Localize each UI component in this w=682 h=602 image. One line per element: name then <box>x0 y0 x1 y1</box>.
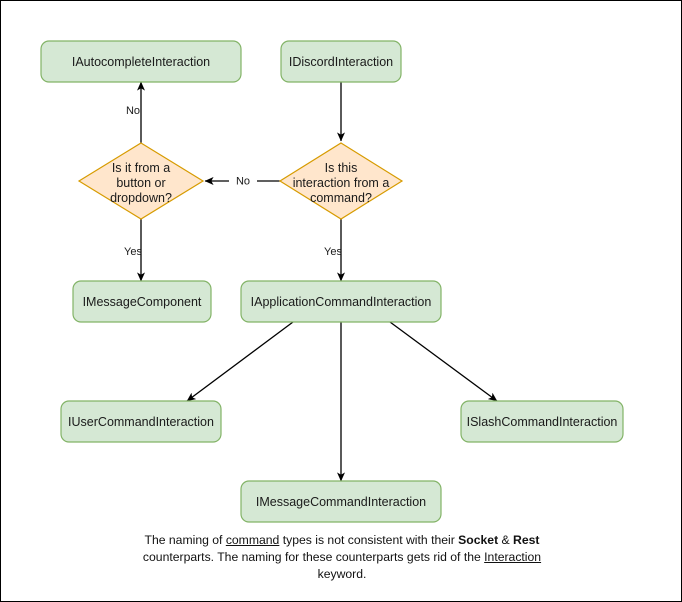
node-label-application-command: IApplicationCommandInteraction <box>251 295 432 309</box>
node-label-discord: IDiscordInteraction <box>289 55 393 69</box>
edge-application-command-to-user-command <box>186 321 294 402</box>
node-slash-command-interaction[interactable]: ISlashCommandInteraction <box>460 400 624 443</box>
edge-application-command-to-slash-command <box>389 321 498 402</box>
node-application-command-interaction[interactable]: IApplicationCommandInteraction <box>240 280 442 323</box>
footnote: The naming of command types is not consi… <box>132 532 552 583</box>
footnote-text-1: The naming of <box>144 533 226 547</box>
node-label-component-question-line1: Is it from a <box>112 161 170 175</box>
node-component-question[interactable]: Is it from a button or dropdown? <box>77 142 205 220</box>
node-label-component-question-line2: button or <box>116 176 165 190</box>
footnote-text-4: counterparts gets rid of the <box>335 550 485 564</box>
edge-label-yes-component: Yes <box>124 246 142 258</box>
node-label-command-question-line3: command? <box>310 191 372 205</box>
footnote-text-5: keyword. <box>317 567 367 581</box>
footnote-bold-socket: Socket <box>458 533 499 547</box>
node-label-message-component: IMessageComponent <box>83 295 202 309</box>
node-label-user-command: IUserCommandInteraction <box>68 415 214 429</box>
edge-component-question-to-autocomplete: No <box>126 81 145 143</box>
edge-label-no-component: No <box>126 105 140 117</box>
node-label-command-question-line2: interaction from a <box>293 176 390 190</box>
node-user-command-interaction[interactable]: IUserCommandInteraction <box>60 400 222 443</box>
node-label-component-question-line3: dropdown? <box>110 191 172 205</box>
footnote-text-3: counterparts. The naming for these <box>142 550 333 564</box>
node-discord-interaction[interactable]: IDiscordInteraction <box>280 40 402 83</box>
node-message-component[interactable]: IMessageComponent <box>72 280 212 323</box>
node-label-message-command: IMessageCommandInteraction <box>256 495 426 509</box>
edge-component-question-to-message-component: Yes <box>124 219 145 282</box>
footnote-text-2: types is not consistent with their <box>279 533 455 547</box>
node-autocomplete-interaction[interactable]: IAutocompleteInteraction <box>40 40 242 83</box>
node-command-question[interactable]: Is this interaction from a command? <box>278 142 404 220</box>
edge-command-question-to-component-question: No <box>204 175 280 187</box>
footnote-bold-rest: Rest <box>513 533 540 547</box>
node-label-autocomplete: IAutocompleteInteraction <box>72 55 210 69</box>
footnote-amp: & <box>498 533 514 547</box>
node-label-command-question-line1: Is this <box>325 161 358 175</box>
footnote-underline-command: command <box>225 533 280 547</box>
footnote-underline-interaction: Interaction <box>484 550 542 564</box>
node-label-slash-command: ISlashCommandInteraction <box>467 415 618 429</box>
edge-label-no-command: No <box>236 175 250 187</box>
node-message-command-interaction[interactable]: IMessageCommandInteraction <box>240 480 442 523</box>
edge-command-question-to-application-command: Yes <box>324 219 345 282</box>
edge-label-yes-command: Yes <box>324 246 342 258</box>
